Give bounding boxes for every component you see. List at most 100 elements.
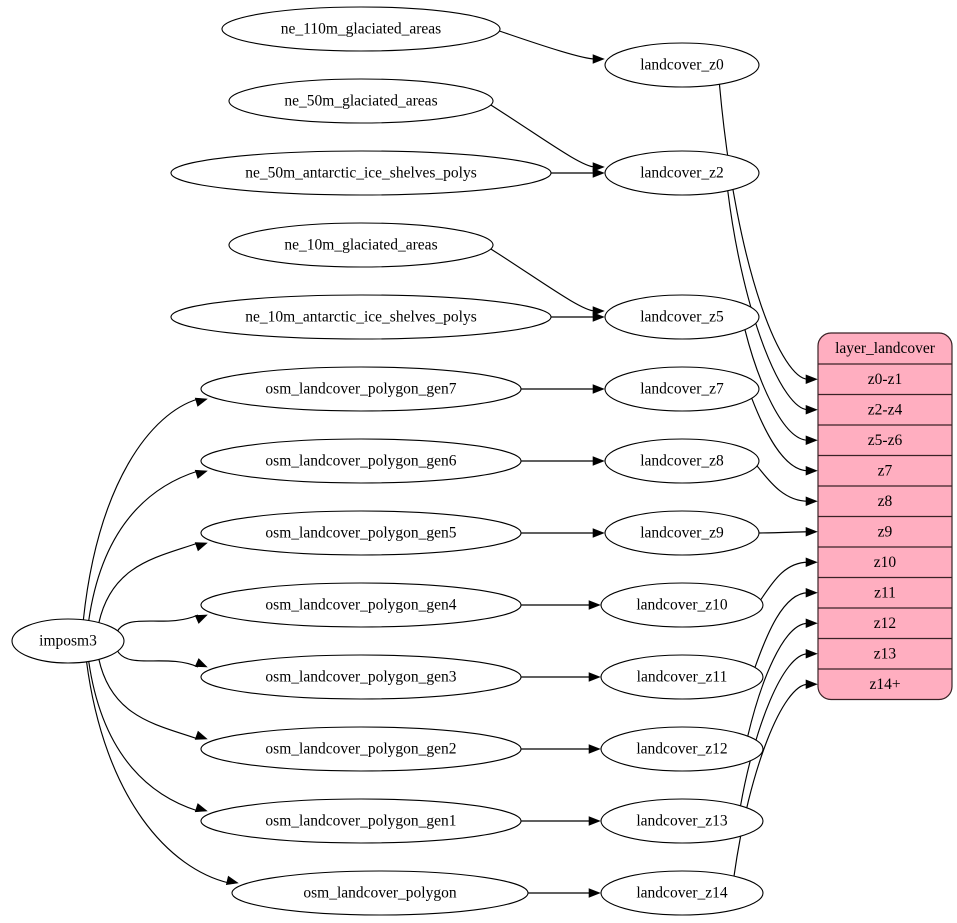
arrowhead-osm_landcover_polygon_gen5--to--landcover_z9 <box>592 528 605 538</box>
node-label-landcover_z5: landcover_z5 <box>640 309 724 326</box>
node-osm_landcover_polygon_gen5[interactable]: osm_landcover_polygon_gen5 <box>200 510 522 556</box>
arrowhead-landcover_z11--to--z11 <box>805 588 818 598</box>
edges-layer <box>82 30 818 898</box>
node-label-ne_50m_antarctic_ice_shelves_polys: ne_50m_antarctic_ice_shelves_polys <box>245 165 477 182</box>
arrowhead-landcover_z5--to--z5-z6 <box>805 435 818 445</box>
node-shape-landcover_z13 <box>600 798 764 844</box>
node-shape-imposm3 <box>11 618 125 664</box>
node-landcover_z14[interactable]: landcover_z14 <box>600 870 764 916</box>
edge-imposm3--to--osm_landcover_polygon_gen1 <box>88 660 199 812</box>
node-shape-landcover_z10 <box>600 582 764 628</box>
arrowhead-osm_landcover_polygon--to--landcover_z14 <box>588 888 601 898</box>
node-osm_landcover_polygon_gen3[interactable]: osm_landcover_polygon_gen3 <box>200 654 522 700</box>
arrowhead-imposm3--to--osm_landcover_polygon_gen1 <box>194 803 208 813</box>
node-shape-landcover_z12 <box>600 726 764 772</box>
node-label-osm_landcover_polygon_gen3: osm_landcover_polygon_gen3 <box>265 669 456 686</box>
node-landcover_z9[interactable]: landcover_z9 <box>604 510 760 556</box>
node-shape-osm_landcover_polygon_gen6 <box>200 438 522 484</box>
node-label-ne_110m_glaciated_areas: ne_110m_glaciated_areas <box>281 21 441 38</box>
arrowhead-osm_landcover_polygon_gen7--to--landcover_z7 <box>592 384 605 394</box>
node-landcover_z0[interactable]: landcover_z0 <box>604 42 760 88</box>
node-osm_landcover_polygon_gen2[interactable]: osm_landcover_polygon_gen2 <box>200 726 522 772</box>
node-ne_50m_antarctic_ice_shelves_polys[interactable]: ne_50m_antarctic_ice_shelves_polys <box>170 150 552 196</box>
node-label-landcover_z2: landcover_z2 <box>640 165 724 182</box>
edge-landcover_z11--to--z11 <box>754 592 809 668</box>
node-ne_10m_glaciated_areas[interactable]: ne_10m_glaciated_areas <box>228 222 494 268</box>
arrowhead-imposm3--to--osm_landcover_polygon <box>225 875 239 886</box>
node-landcover_z5[interactable]: landcover_z5 <box>604 294 760 340</box>
record-header-label: layer_landcover <box>835 340 936 357</box>
arrowhead-landcover_z2--to--z2-z4 <box>805 405 818 415</box>
arrowhead-osm_landcover_polygon_gen2--to--landcover_z12 <box>588 744 601 754</box>
node-landcover_z10[interactable]: landcover_z10 <box>600 582 764 628</box>
node-ne_50m_glaciated_areas[interactable]: ne_50m_glaciated_areas <box>228 78 494 124</box>
arrowhead-osm_landcover_polygon_gen6--to--landcover_z8 <box>592 456 605 466</box>
node-osm_landcover_polygon_gen6[interactable]: osm_landcover_polygon_gen6 <box>200 438 522 484</box>
nodes-layer: imposm3 ne_110m_glaciated_areas ne_50m_gla… <box>11 6 764 916</box>
node-osm_landcover_polygon_gen4[interactable]: osm_landcover_polygon_gen4 <box>200 582 522 628</box>
arrowhead-imposm3--to--osm_landcover_polygon_gen2 <box>194 730 208 740</box>
node-ne_110m_glaciated_areas[interactable]: ne_110m_glaciated_areas <box>221 6 501 52</box>
node-shape-landcover_z2 <box>604 150 760 196</box>
node-landcover_z13[interactable]: landcover_z13 <box>600 798 764 844</box>
node-label-landcover_z7: landcover_z7 <box>640 381 724 398</box>
record-row-z7[interactable]: z7 <box>878 462 893 479</box>
node-landcover_z8[interactable]: landcover_z8 <box>604 438 760 484</box>
arrowhead-imposm3--to--osm_landcover_polygon_gen6 <box>194 469 208 479</box>
node-label-osm_landcover_polygon_gen6: osm_landcover_polygon_gen6 <box>265 453 456 470</box>
node-shape-landcover_z14 <box>600 870 764 916</box>
node-label-osm_landcover_polygon_gen2: osm_landcover_polygon_gen2 <box>265 741 456 758</box>
node-shape-landcover_z0 <box>604 42 760 88</box>
record-row-z8[interactable]: z8 <box>878 493 893 510</box>
node-shape-osm_landcover_polygon_gen3 <box>200 654 522 700</box>
edge-imposm3--to--osm_landcover_polygon_gen4 <box>116 614 199 632</box>
record-row-z12[interactable]: z12 <box>874 615 896 632</box>
edge-imposm3--to--osm_landcover_polygon_gen2 <box>98 658 199 740</box>
arrowhead-landcover_z8--to--z8 <box>805 496 818 506</box>
edge-imposm3--to--osm_landcover_polygon_gen6 <box>88 470 199 622</box>
edge-landcover_z12--to--z12 <box>747 622 809 737</box>
node-landcover_z11[interactable]: landcover_z11 <box>600 654 764 700</box>
arrowhead-ne_50m_antarctic_ice_shelves_polys--to--landcover_z2 <box>592 168 605 178</box>
record-row-z11[interactable]: z11 <box>874 584 896 601</box>
arrowhead-landcover_z0--to--z0-z1 <box>805 374 818 384</box>
node-label-osm_landcover_polygon: osm_landcover_polygon <box>303 885 457 902</box>
edge-landcover_z10--to--z10 <box>760 561 809 601</box>
node-landcover_z12[interactable]: landcover_z12 <box>600 726 764 772</box>
edge-ne_10m_glaciated_areas--to--landcover_z5 <box>490 248 596 312</box>
record-row-z14+[interactable]: z14+ <box>869 676 900 693</box>
node-shape-ne_10m_antarctic_ice_shelves_polys <box>170 294 552 340</box>
arrowhead-landcover_z7--to--z7 <box>805 466 818 476</box>
edge-landcover_z14--to--z14+ <box>733 683 809 877</box>
node-label-landcover_z11: landcover_z11 <box>637 669 728 686</box>
arrowhead-landcover_z12--to--z12 <box>805 618 818 628</box>
record-row-z0-z1[interactable]: z0-z1 <box>868 371 902 388</box>
node-label-landcover_z0: landcover_z0 <box>640 57 724 74</box>
node-shape-osm_landcover_polygon_gen2 <box>200 726 522 772</box>
arrowhead-imposm3--to--osm_landcover_polygon_gen7 <box>194 397 208 407</box>
node-osm_landcover_polygon_gen7[interactable]: osm_landcover_polygon_gen7 <box>200 366 522 412</box>
node-label-osm_landcover_polygon_gen5: osm_landcover_polygon_gen5 <box>265 525 456 542</box>
record-row-z10[interactable]: z10 <box>874 554 897 571</box>
node-shape-osm_landcover_polygon_gen4 <box>200 582 522 628</box>
node-ne_10m_antarctic_ice_shelves_polys[interactable]: ne_10m_antarctic_ice_shelves_polys <box>170 294 552 340</box>
record-row-z9[interactable]: z9 <box>878 523 893 540</box>
edge-landcover_z0--to--z0-z1 <box>718 84 809 380</box>
edge-landcover_z8--to--z8 <box>756 465 809 502</box>
arrowhead-imposm3--to--osm_landcover_polygon_gen4 <box>194 614 208 624</box>
node-shape-ne_50m_antarctic_ice_shelves_polys <box>170 150 552 196</box>
node-landcover_z7[interactable]: landcover_z7 <box>604 366 760 412</box>
node-label-osm_landcover_polygon_gen1: osm_landcover_polygon_gen1 <box>265 813 456 830</box>
node-shape-landcover_z8 <box>604 438 760 484</box>
record-row-z13[interactable]: z13 <box>874 645 897 662</box>
node-osm_landcover_polygon[interactable]: osm_landcover_polygon <box>231 870 529 916</box>
node-label-landcover_z10: landcover_z10 <box>636 597 727 614</box>
record-row-z2-z4[interactable]: z2-z4 <box>868 401 903 418</box>
node-osm_landcover_polygon_gen1[interactable]: osm_landcover_polygon_gen1 <box>200 798 522 844</box>
node-landcover_z2[interactable]: landcover_z2 <box>604 150 760 196</box>
node-imposm3[interactable]: imposm3 <box>11 618 125 664</box>
arrowhead-osm_landcover_polygon_gen3--to--landcover_z11 <box>588 672 601 682</box>
record-row-z5-z6[interactable]: z5-z6 <box>868 432 903 449</box>
arrowhead-osm_landcover_polygon_gen4--to--landcover_z10 <box>588 600 601 610</box>
